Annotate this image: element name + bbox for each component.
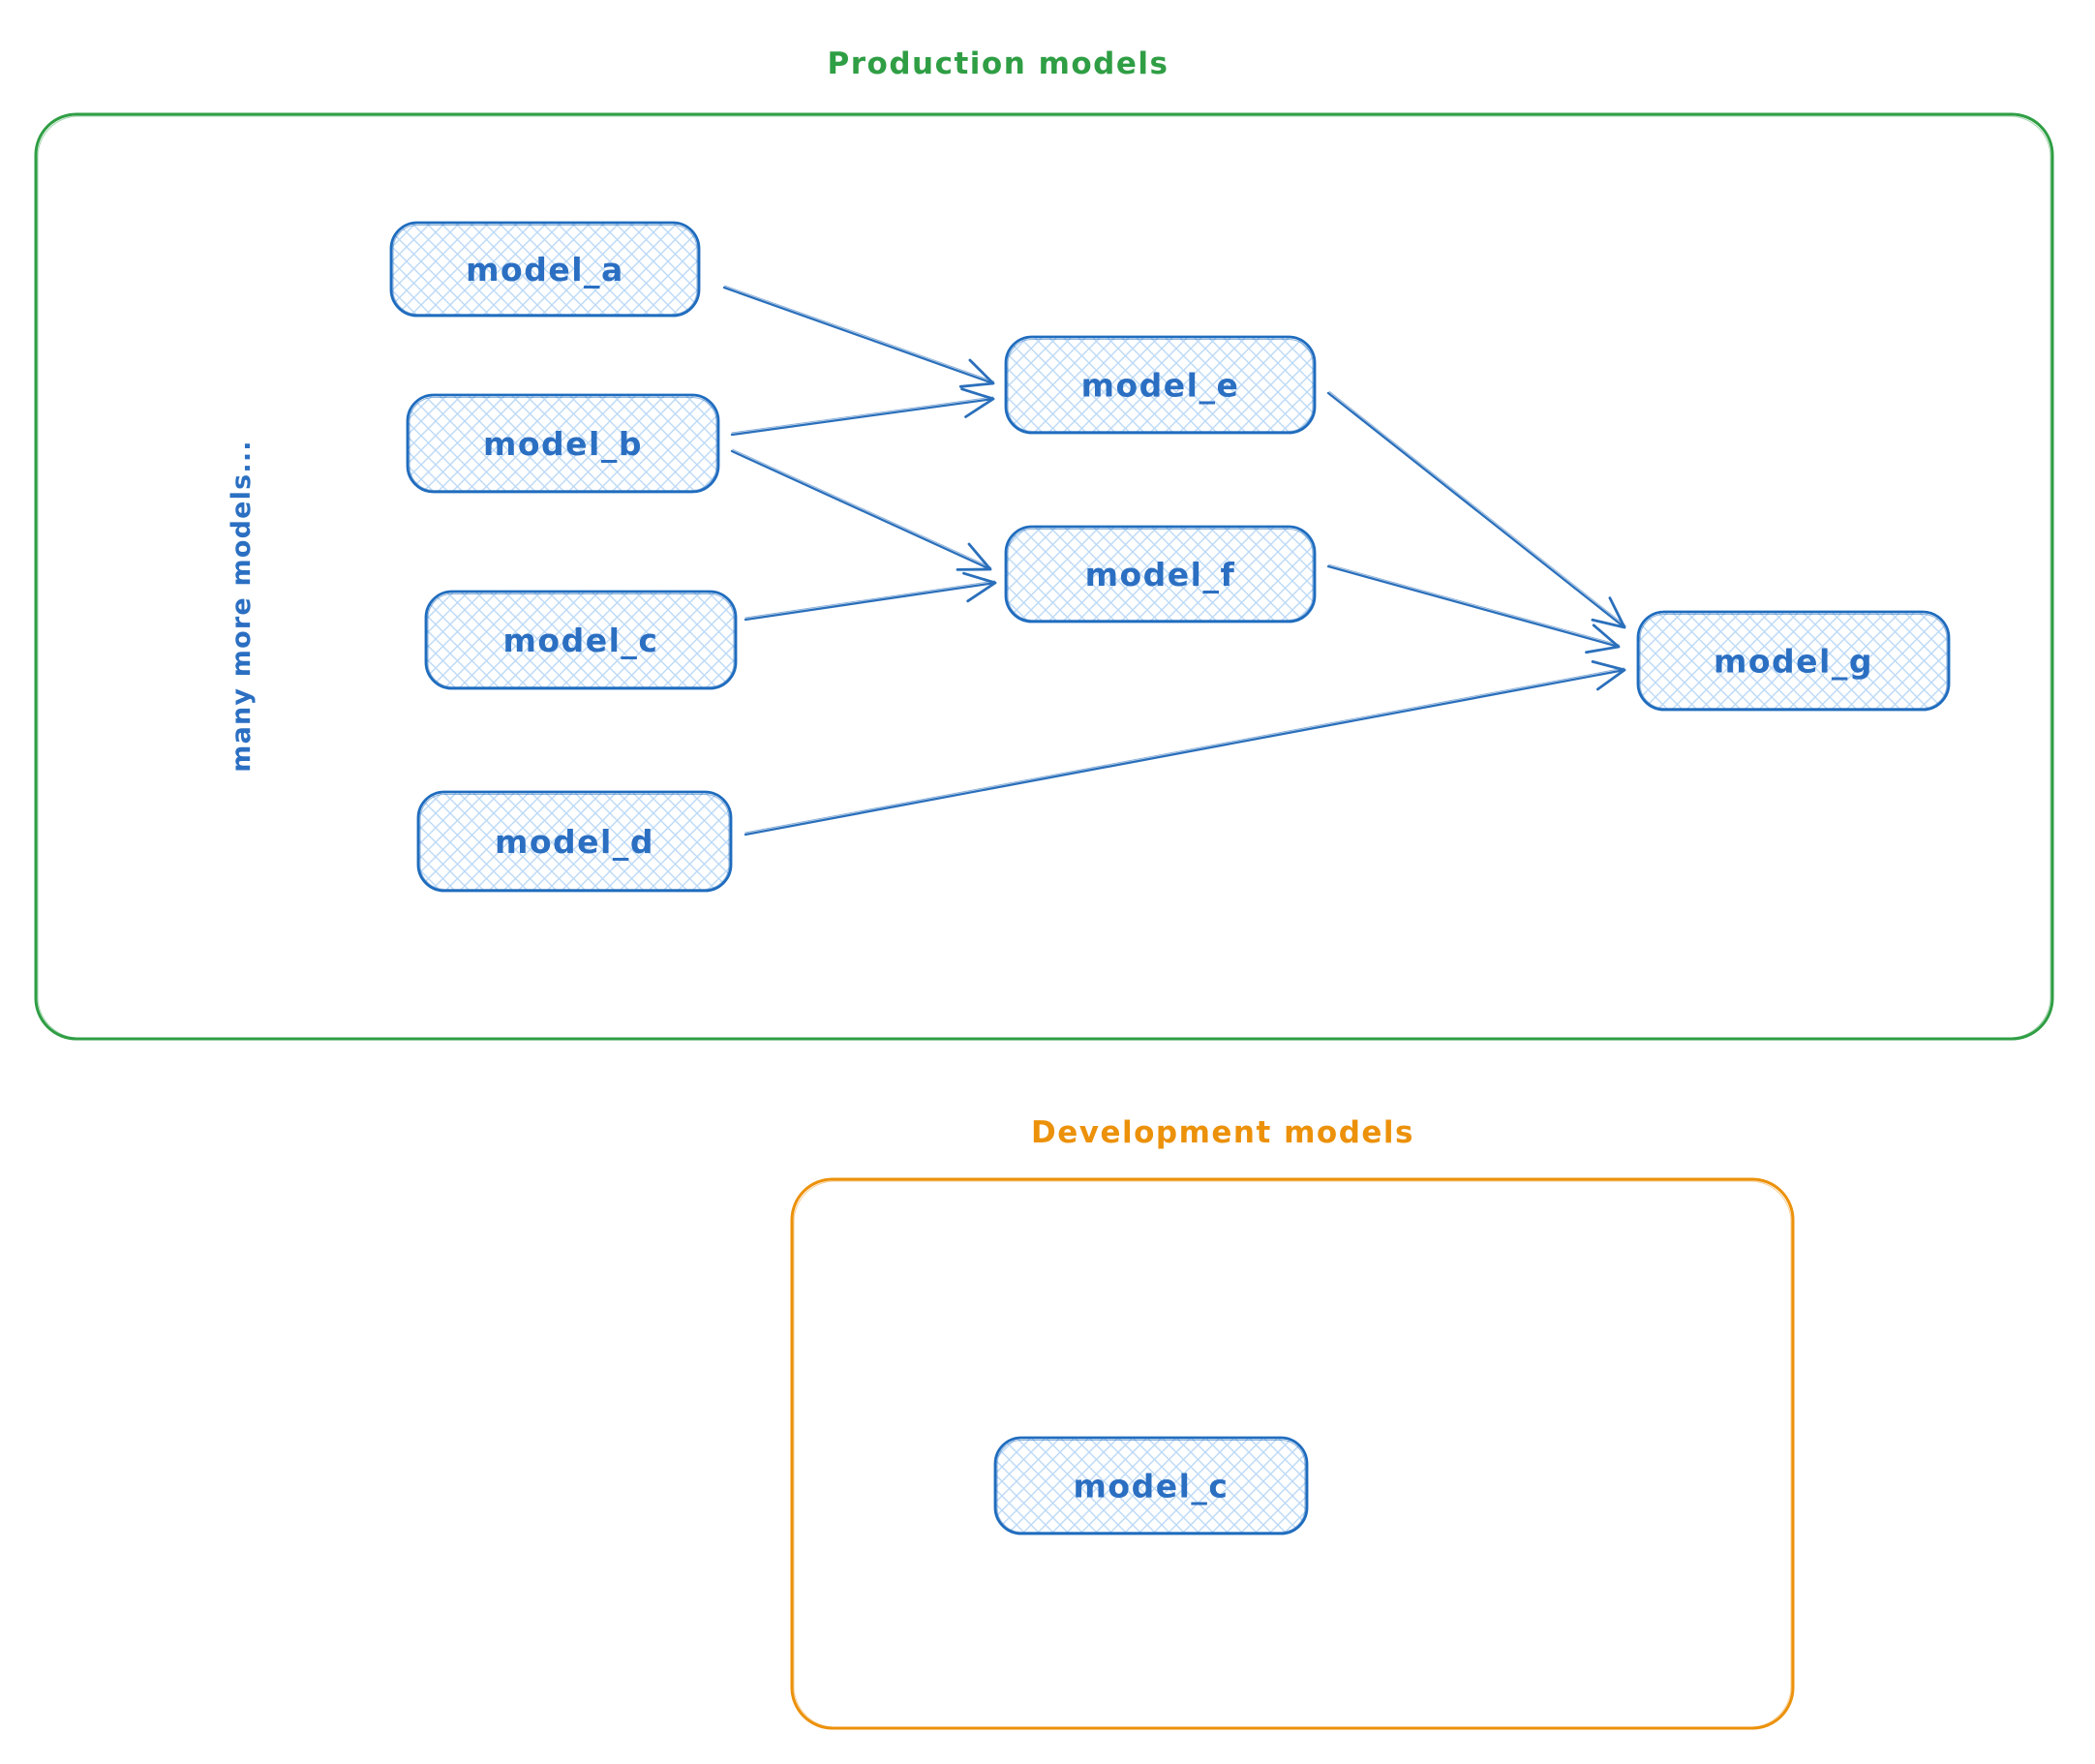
container-development-frame-sketch	[793, 1180, 1792, 1728]
edge-line-sketch	[744, 580, 996, 619]
arrowhead-icon	[962, 571, 997, 603]
node-model_c_dev-box-sketch	[996, 1439, 1306, 1534]
node-model_a-box[interactable]	[389, 221, 701, 318]
node-model_c-box-sketch	[427, 593, 735, 688]
container-production: Production models	[34, 46, 2054, 1041]
node-model_a-box-sketch	[392, 224, 698, 316]
edge-line	[1326, 391, 1626, 629]
edge-line-sketch	[731, 396, 994, 434]
edge-model_b-to-model_e	[730, 387, 995, 437]
edge-model_c-to-model_f	[744, 571, 997, 622]
node-model_d[interactable]: model_d	[416, 790, 733, 893]
edge-line-sketch	[1328, 390, 1626, 626]
node-model_c_dev-box[interactable]	[993, 1436, 1309, 1536]
edge-line	[744, 668, 1626, 836]
edge-model_b-to-model_f	[730, 448, 992, 571]
node-model_c[interactable]: model_c	[424, 590, 738, 690]
edge-line	[722, 286, 995, 385]
node-model_e-label: model_e	[1081, 367, 1240, 405]
node-model_d-box-sketch	[419, 793, 730, 891]
node-model_e-box-sketch	[1007, 338, 1314, 433]
edge-model_d-to-model_g	[744, 660, 1626, 836]
arrowhead-icon	[960, 387, 995, 418]
edge-line	[744, 581, 997, 622]
node-model_f-box[interactable]	[1004, 525, 1317, 623]
arrowhead-icon	[1591, 660, 1626, 691]
edge-line	[730, 449, 992, 571]
node-model_g-box[interactable]	[1636, 610, 1951, 712]
container-production-frame	[34, 112, 2054, 1041]
node-model_a[interactable]: model_a	[389, 221, 701, 318]
node-model_e[interactable]: model_e	[1004, 335, 1317, 435]
edge-line	[730, 397, 995, 437]
node-model_b-label: model_b	[483, 425, 643, 463]
edge-model_f-to-model_g	[1326, 563, 1621, 654]
edge-model_e-to-model_g	[1326, 390, 1626, 629]
edge-line-sketch	[1328, 563, 1621, 646]
node-model_c_dev-label: model_c	[1074, 1468, 1230, 1505]
node-model_d-label: model_d	[495, 823, 654, 861]
container-development-frame	[790, 1177, 1795, 1730]
node-model_c-label: model_c	[503, 622, 659, 659]
node-model_g[interactable]: model_g	[1636, 610, 1951, 712]
edge-line-sketch	[732, 448, 992, 568]
node-model_a-label: model_a	[466, 251, 624, 289]
node-model_f-label: model_f	[1085, 556, 1236, 593]
arrowhead-icon	[1585, 623, 1621, 654]
edge-line	[1326, 564, 1621, 649]
node-model_d-box[interactable]	[416, 790, 733, 893]
node-model_b-box[interactable]	[406, 393, 720, 494]
node-model_f[interactable]: model_f	[1004, 525, 1317, 623]
container-development: Development models	[790, 1115, 1795, 1730]
edge-line-sketch	[724, 285, 995, 382]
arrowhead-icon	[958, 358, 995, 388]
node-model_b-box-sketch	[409, 396, 717, 492]
container-production-title: Production models	[828, 46, 1169, 81]
node-model_b[interactable]: model_b	[406, 393, 720, 494]
arrowhead-icon	[956, 542, 992, 571]
node-model_e-box[interactable]	[1004, 335, 1317, 435]
node-model_c_dev[interactable]: model_c	[993, 1436, 1309, 1536]
edge-line-sketch	[744, 667, 1625, 834]
node-model_g-label: model_g	[1714, 643, 1873, 681]
container-production-frame-sketch	[37, 115, 2051, 1039]
side-note-many-more-models: many more models...	[227, 440, 257, 773]
container-development-title: Development models	[1031, 1115, 1414, 1150]
node-model_f-box-sketch	[1007, 528, 1314, 622]
edge-model_a-to-model_e	[722, 285, 995, 388]
node-model_g-box-sketch	[1639, 613, 1948, 710]
arrowhead-icon	[1591, 596, 1626, 629]
node-model_c-box[interactable]	[424, 590, 738, 690]
